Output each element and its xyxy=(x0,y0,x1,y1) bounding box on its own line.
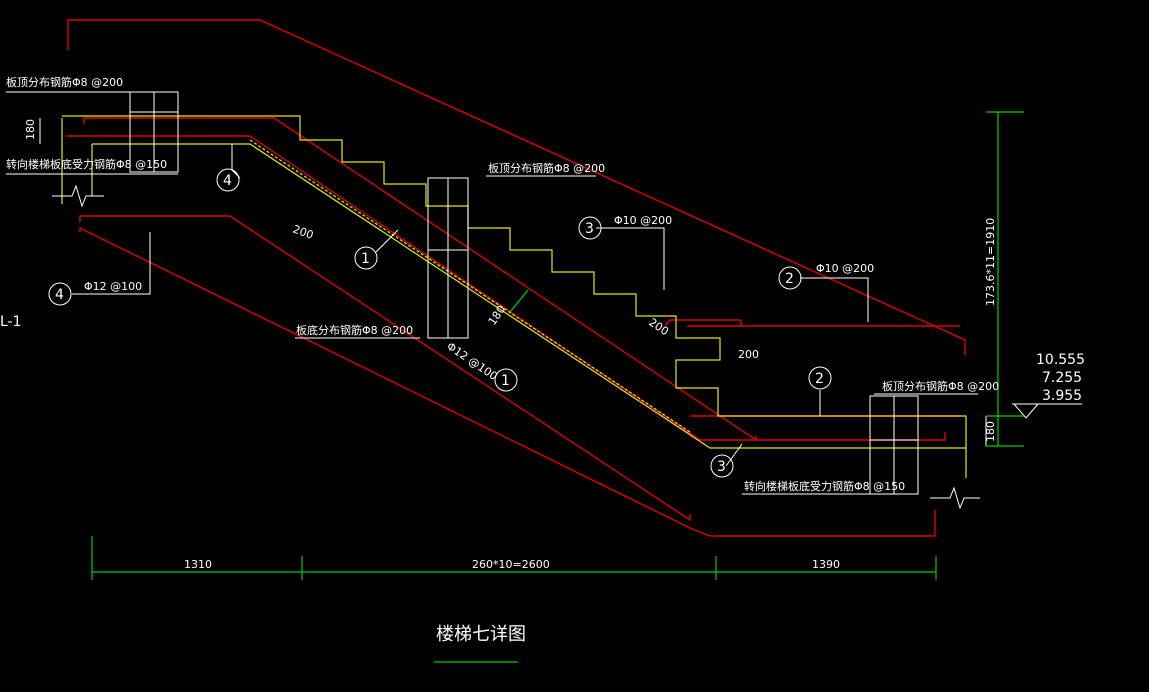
anchor-length-a2: 200 xyxy=(646,316,671,339)
top-outer-rebar xyxy=(67,19,966,355)
left-break-line xyxy=(52,184,104,208)
stair-bottom-profile xyxy=(92,143,966,449)
concrete-outline xyxy=(61,115,967,478)
marker-4b: 4 xyxy=(55,287,64,303)
marker-circle xyxy=(494,368,518,392)
marker-1b: 1 xyxy=(501,373,510,389)
marker-circle xyxy=(354,246,378,270)
marker-4a: 4 xyxy=(223,173,232,189)
label-mid-bottom-dist: 板底分布钢筋Φ8 @200 xyxy=(296,323,413,337)
marker-3b: 3 xyxy=(717,459,726,475)
label-bar4-spec: Φ12 @100 xyxy=(84,280,142,293)
marker-circle xyxy=(216,168,240,192)
h-dim-right: 1390 xyxy=(812,558,840,571)
label-right-trans: 转向楼梯板底受力钢筋Φ8 @150 xyxy=(744,479,905,493)
label-left-trans: 转向楼梯板底受力钢筋Φ8 @150 xyxy=(6,157,167,171)
lower-rebar-4 xyxy=(79,215,691,522)
thickness-right: 180 xyxy=(984,421,997,442)
thickness-left: 180 xyxy=(24,119,37,140)
marker-circle xyxy=(48,282,72,306)
slab-thickness-dim xyxy=(509,289,529,313)
drawing-title: 楼梯七详图 xyxy=(436,624,526,645)
anchor-length-a1: 200 xyxy=(291,223,315,242)
marker-circle xyxy=(778,266,802,290)
marker-1a: 1 xyxy=(361,251,370,267)
label-right-top-dist: 板顶分布钢筋Φ8 @200 xyxy=(882,379,999,393)
label-bar2-spec: Φ10 @200 xyxy=(816,262,874,275)
marker-2b: 2 xyxy=(815,371,824,387)
anchor-length-a3: 200 xyxy=(738,348,759,361)
marker-circle xyxy=(710,454,734,478)
top-red-bars xyxy=(66,19,966,537)
label-mid-top-dist: 板顶分布钢筋Φ8 @200 xyxy=(488,161,605,175)
marker-circle xyxy=(808,366,832,390)
bottom-outer-rebar xyxy=(79,226,936,537)
stair-top-profile xyxy=(62,115,967,478)
h-dim-middle: 260*10=2600 xyxy=(472,558,550,571)
elevation-2: 7.255 xyxy=(1042,370,1082,386)
markers: 4 1 3 2 4 1 2 3 xyxy=(48,168,832,478)
thickness-slab: 180 xyxy=(486,303,509,328)
upper-rebar-3 xyxy=(83,117,757,442)
side-label: L-1 xyxy=(0,314,22,330)
marker-3a: 3 xyxy=(585,221,594,237)
upper-rebar-long xyxy=(66,135,946,441)
dimension-lines xyxy=(91,111,1024,663)
vertical-dim: 173.6*11=1910 xyxy=(984,218,997,306)
elevation-1: 10.555 xyxy=(1036,352,1085,368)
label-bar3-spec: Φ10 @200 xyxy=(614,214,672,227)
marker-circle xyxy=(578,216,602,240)
bar-3-anchor xyxy=(664,319,743,327)
elevation-3: 3.955 xyxy=(1042,388,1082,404)
h-dim-left: 1310 xyxy=(184,558,212,571)
leaders xyxy=(6,91,1082,495)
right-break-line xyxy=(930,486,980,510)
section-boxes xyxy=(52,91,980,510)
stair-slab-line xyxy=(249,139,691,433)
text-labels: L-1 板顶分布钢筋Φ8 @200 转向楼梯板底受力钢筋Φ8 @150 板顶分布… xyxy=(0,75,1085,645)
marker-2a: 2 xyxy=(785,271,794,287)
label-top-left-dist: 板顶分布钢筋Φ8 @200 xyxy=(6,75,123,89)
